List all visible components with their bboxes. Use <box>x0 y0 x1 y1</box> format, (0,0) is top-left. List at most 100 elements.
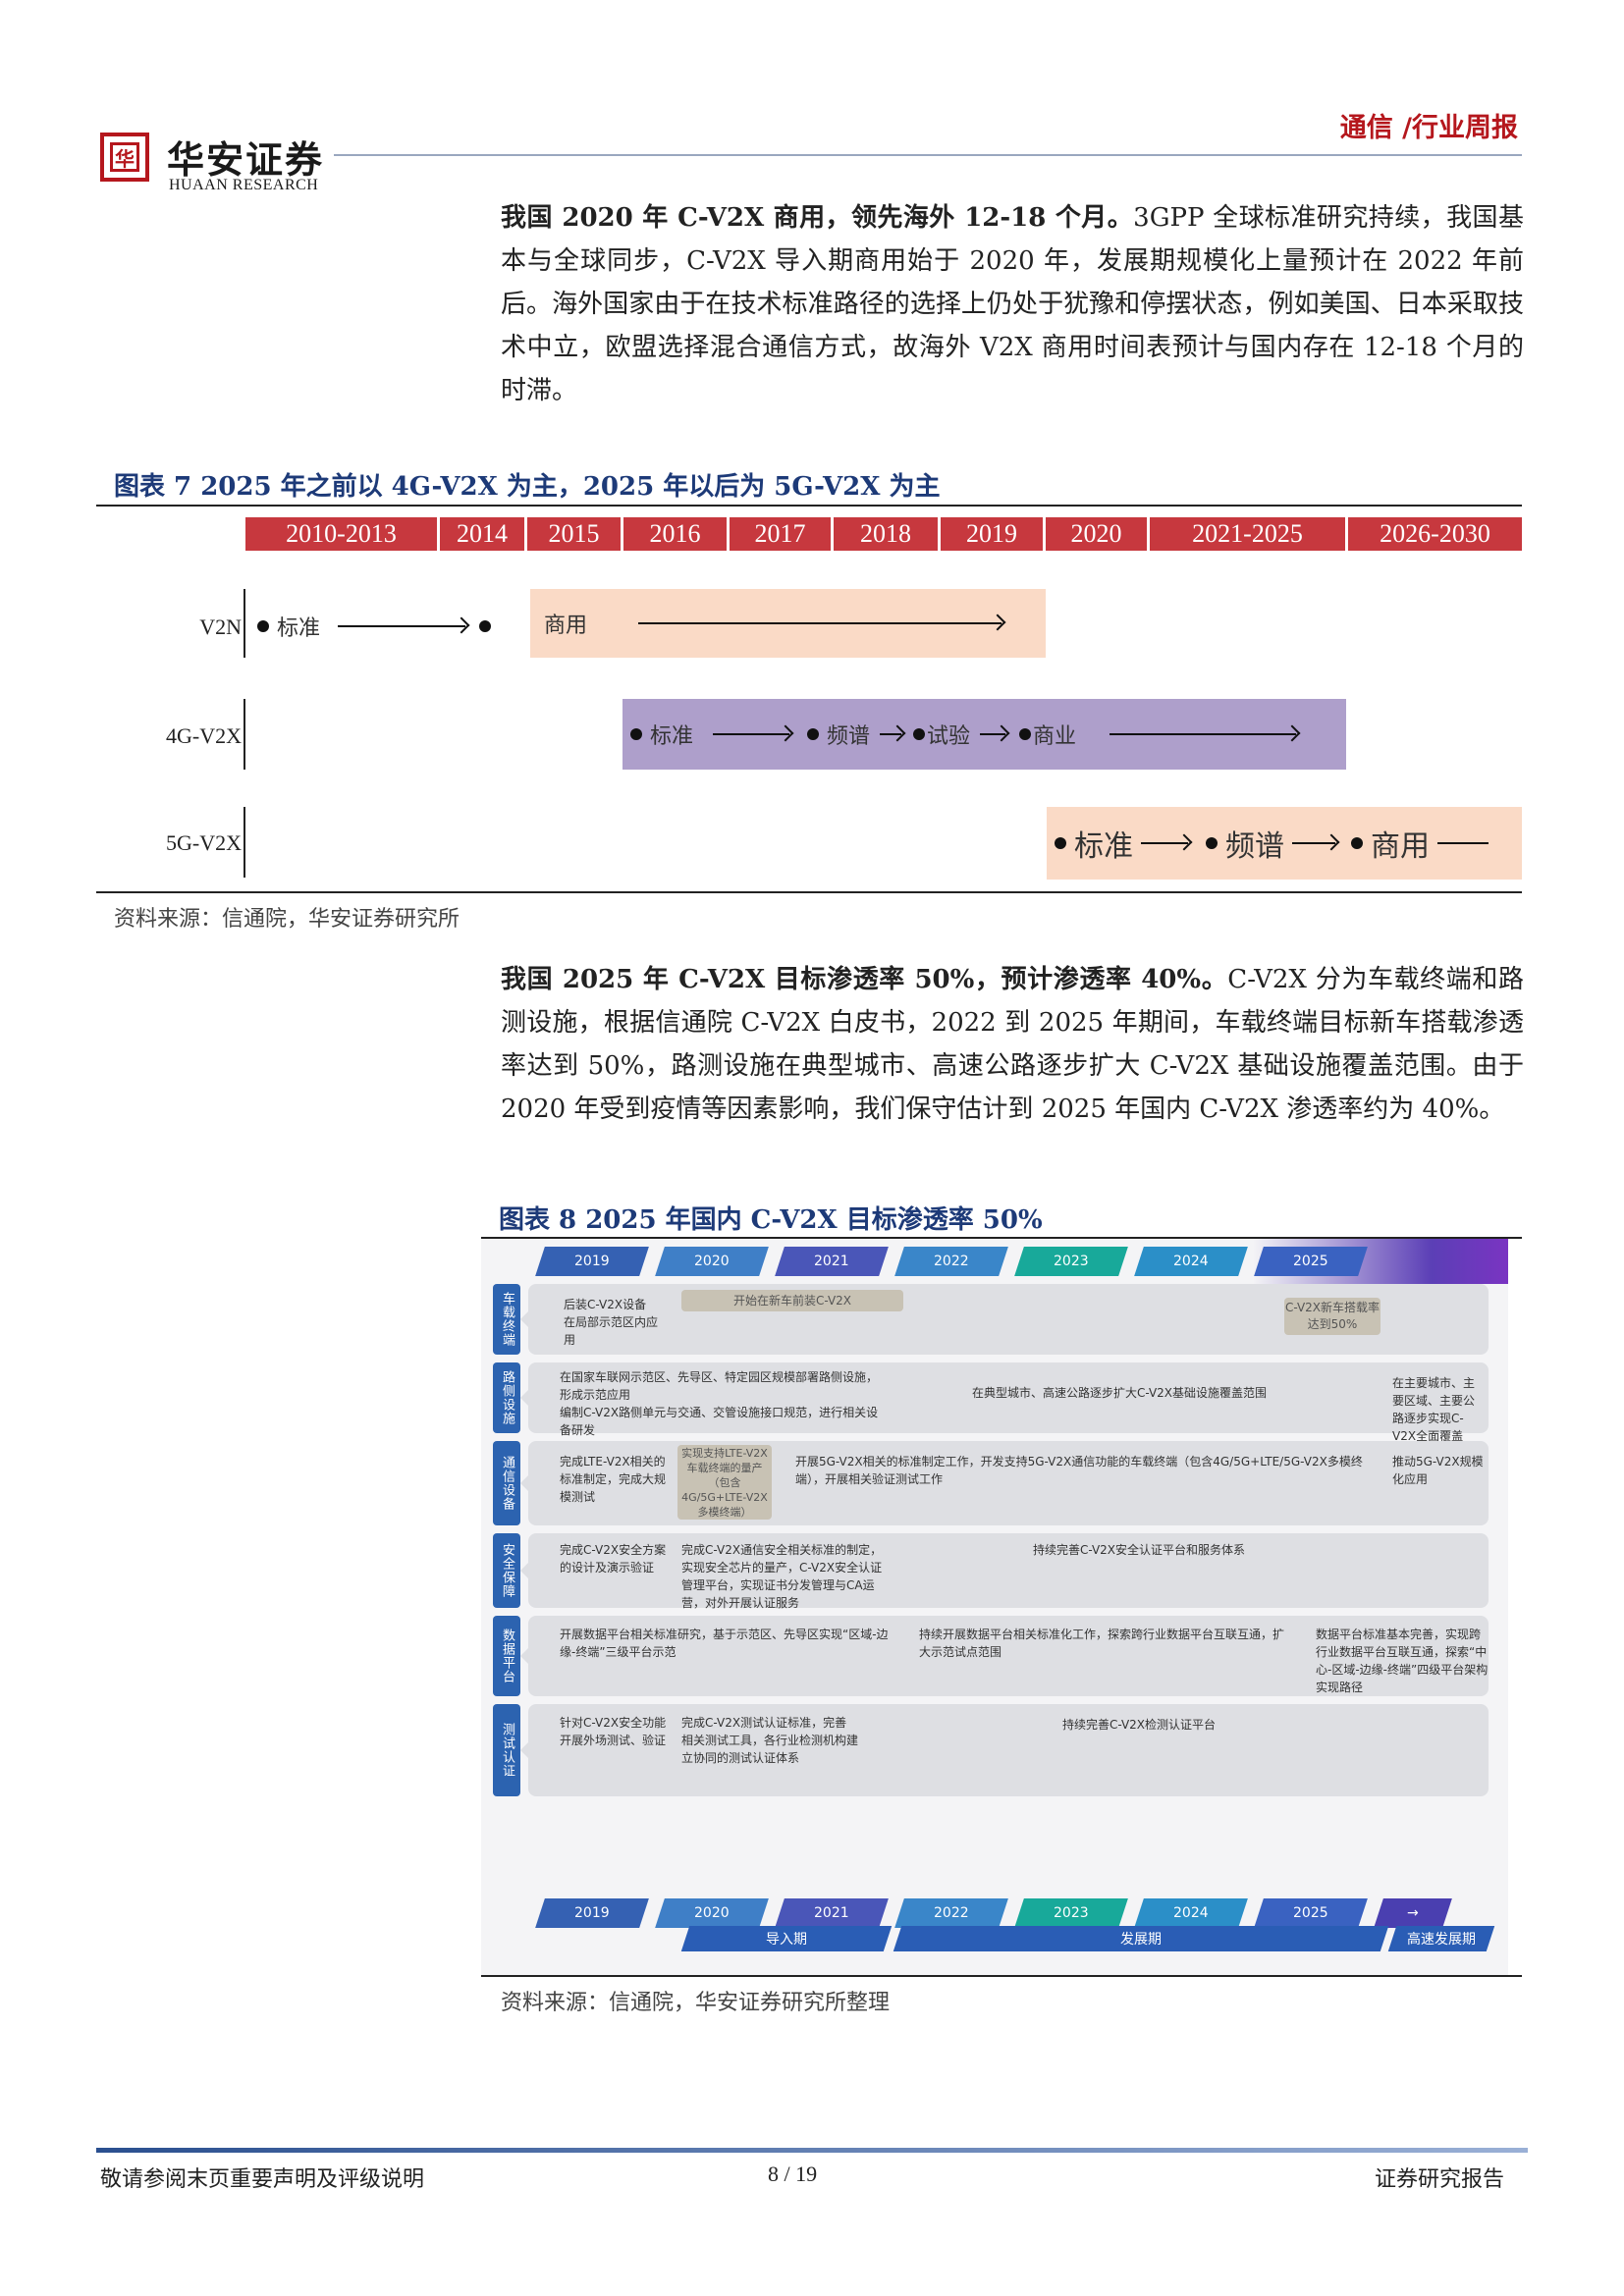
roadmap-cell: 在国家车联网示范区、先导区、特定园区规模部署路侧设施，形成示范应用 编制C-V2… <box>560 1370 879 1437</box>
figure-7-title: 图表 7 2025 年之前以 4G-V2X 为主，2025 年以后为 5G-V2… <box>114 472 941 502</box>
footer-divider <box>96 2148 1528 2153</box>
stage-arrow <box>1110 733 1297 735</box>
roadmap-row-header: 车载终端 <box>493 1284 520 1355</box>
milestone-dot <box>479 620 492 632</box>
roadmap-row-header: 安全保障 <box>493 1533 520 1608</box>
roadmap-year: 2025 <box>1254 1247 1368 1276</box>
roadmap-cell: C-V2X新车搭载率达到50% <box>1284 1298 1380 1335</box>
stage-label: 商业 <box>1033 724 1077 749</box>
milestone-dot <box>1206 837 1218 849</box>
page-number: 8 / 19 <box>768 2162 818 2186</box>
paragraph-lead: 我国 2020 年 C-V2X 商用，领先海外 12-18 个月。 <box>501 203 1134 233</box>
roadmap-cell: 针对C-V2X安全功能开展外场测试、验证 <box>560 1716 667 1747</box>
figure-8-bottom-rule <box>481 1975 1522 1977</box>
figure-8-title: 图表 8 2025 年国内 C-V2X 目标渗透率 50% <box>499 1205 1043 1235</box>
timeline-year: 2015 <box>527 517 621 551</box>
figure-7-bottom-rule <box>96 891 1522 893</box>
stage-label: 频谱 <box>827 724 871 749</box>
paragraph-commercialization: 我国 2020 年 C-V2X 商用，领先海外 12-18 个月。3GPP 全球… <box>501 196 1524 412</box>
roadmap-year: 2022 <box>894 1898 1008 1928</box>
5g-v2x-band: 标准 频谱 商用 <box>1047 807 1522 880</box>
figure-7-top-rule <box>96 505 1522 507</box>
company-logo: 华 <box>100 133 149 182</box>
roadmap-row-band <box>520 1616 1489 1696</box>
roadmap-year-row-bottom: 2019 2020 2021 2022 2023 2024 2025 → <box>535 1898 1463 1928</box>
roadmap-cell: 在主要城市、主要区域、主要公路逐步实现C-V2X全面覆盖 <box>1392 1376 1476 1443</box>
row-axis-5g-v2x <box>244 807 245 878</box>
roadmap-row-band <box>520 1362 1489 1433</box>
roadmap-cell: 持续开展数据平台相关标准化工作，探索跨行业数据平台互联互通，扩大示范试点范围 <box>919 1628 1285 1659</box>
stage-arrow <box>1292 842 1335 844</box>
roadmap-year: 2023 <box>1014 1898 1128 1928</box>
roadmap-year: 2019 <box>535 1898 649 1928</box>
stage-arrow <box>980 733 1006 735</box>
stage-label: 商用 <box>1371 829 1430 864</box>
milestone-dot <box>807 728 820 740</box>
stage-label: 标准 <box>650 724 694 749</box>
roadmap-cell: 实现支持LTE-V2X车载终端的量产（包含4G/5G+LTE-V2X多模终端） <box>677 1445 772 1520</box>
4g-v2x-band: 标准 频谱 试验 商业 <box>623 699 1346 770</box>
timeline-year: 2019 <box>941 517 1043 551</box>
roadmap-cell: 数据平台标准基本完善，实现跨行业数据平台互联互通，探索“中心-区域-边缘-终端”… <box>1316 1628 1489 1694</box>
stage-arrow <box>713 733 790 735</box>
roadmap-phase: 发展期 <box>893 1926 1389 1951</box>
header-divider <box>334 154 1522 156</box>
figure-8-top-rule <box>481 1237 1522 1239</box>
roadmap-year-arrow: → <box>1374 1898 1452 1928</box>
figure-7-source: 资料来源：信通院，华安证券研究所 <box>114 907 460 932</box>
report-category: 通信 /行业周报 <box>1339 113 1518 143</box>
roadmap-row-band <box>520 1704 1489 1796</box>
stage-label: 标准 <box>1074 829 1133 864</box>
roadmap-cell: 开展数据平台相关标准研究，基于示范区、先导区实现“区域-边缘-终端”三级平台示范 <box>560 1628 889 1659</box>
roadmap-year: 2020 <box>655 1898 769 1928</box>
roadmap-year: 2021 <box>775 1898 889 1928</box>
row-axis-4g-v2x <box>244 699 245 770</box>
roadmap-cell: 持续完善C-V2X安全认证平台和服务体系 <box>1032 1543 1246 1557</box>
stage-label: 试验 <box>927 724 971 749</box>
roadmap-cell: 持续完善C-V2X检测认证平台 <box>1061 1718 1217 1732</box>
roadmap-year: 2020 <box>655 1247 769 1276</box>
roadmap-cell: 完成C-V2X通信安全相关标准的制定，实现安全芯片的量产，C-V2X安全认证管理… <box>681 1543 883 1610</box>
paragraph-lead: 我国 2025 年 C-V2X 目标渗透率 50%，预计渗透率 40%。 <box>501 965 1228 994</box>
roadmap-phase: 导入期 <box>680 1926 893 1951</box>
stage-line <box>1437 842 1489 844</box>
roadmap-figure: 2019 2020 2021 2022 2023 2024 2025 车载终端 … <box>481 1239 1508 1975</box>
stage-label: 标准 <box>277 616 321 641</box>
milestone-dot <box>630 728 642 740</box>
roadmap-cell: 推动5G-V2X规模化应用 <box>1392 1455 1484 1486</box>
milestone-dot <box>1351 837 1363 849</box>
timeline-year: 2014 <box>440 517 524 551</box>
roadmap-row-header: 路侧设施 <box>493 1362 520 1433</box>
milestone-dot <box>257 620 269 632</box>
roadmap-cell: 完成LTE-V2X相关的标准制定，完成大规模测试 <box>560 1455 667 1504</box>
stage-arrow <box>338 625 466 627</box>
figure-8-source: 资料来源：信通院，华安证券研究所整理 <box>501 1991 891 2015</box>
row-label-5g-v2x: 5G-V2X <box>166 830 242 855</box>
roadmap-cell: 完成C-V2X安全方案的设计及演示验证 <box>560 1543 667 1575</box>
footer-disclaimer: 敬请参阅末页重要声明及评级说明 <box>100 2167 425 2192</box>
roadmap-year: 2019 <box>535 1247 649 1276</box>
roadmap-year: 2024 <box>1134 1898 1248 1928</box>
row-axis-v2n <box>244 589 245 658</box>
logo-text-cn: 华安证券 <box>167 137 325 182</box>
roadmap-year-row-top: 2019 2020 2021 2022 2023 2024 2025 <box>535 1247 1379 1276</box>
row-label-v2n: V2N <box>199 614 242 639</box>
v2n-standard-stage: 标准 <box>257 607 492 646</box>
timeline-year: 2018 <box>834 517 938 551</box>
row-label-4g-v2x: 4G-V2X <box>166 723 242 748</box>
roadmap-cell: 开始在新车前装C-V2X <box>681 1290 903 1311</box>
stage-arrow <box>638 622 1002 624</box>
roadmap-year: 2022 <box>894 1247 1008 1276</box>
roadmap-row-band <box>520 1533 1489 1608</box>
roadmap-cell: 后装C-V2X设备在局部示范区内应用 <box>564 1298 659 1347</box>
timeline-year: 2021-2025 <box>1150 517 1345 551</box>
stage-label: 商用 <box>544 614 588 638</box>
paragraph-body: 3GPP 全球标准研究持续，我国基本与全球同步，C-V2X 导入期商用始于 20… <box>501 203 1524 405</box>
roadmap-cell: 在典型城市、高速公路逐步扩大C-V2X基础设施覆盖范围 <box>971 1386 1268 1400</box>
milestone-dot <box>1055 837 1066 849</box>
roadmap-year: 2021 <box>775 1247 889 1276</box>
stage-arrow <box>880 733 902 735</box>
stage-arrow <box>1141 842 1188 844</box>
paragraph-penetration: 我国 2025 年 C-V2X 目标渗透率 50%，预计渗透率 40%。C-V2… <box>501 958 1524 1131</box>
stage-label: 频谱 <box>1225 829 1284 864</box>
